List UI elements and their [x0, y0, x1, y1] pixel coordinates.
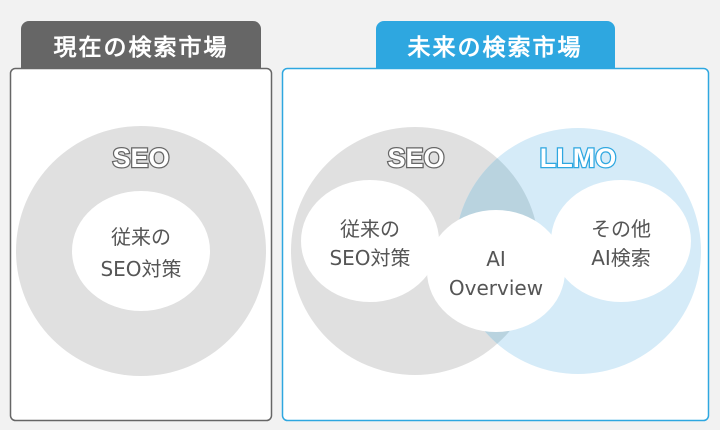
future-market-tab — [376, 21, 615, 77]
future-market-title: 未来の検索市場 — [408, 34, 583, 61]
traditional-seo-line2: SEO対策 — [329, 246, 410, 270]
traditional-seo-oval — [301, 180, 439, 302]
seo-label: SEO — [112, 143, 169, 173]
other-ai-search-oval — [551, 180, 691, 302]
ai-overview-line2: Overview — [449, 276, 543, 300]
current-market-tab — [21, 21, 261, 77]
traditional-seo-line1: 従来の — [340, 217, 400, 241]
llmo-label: LLMO — [540, 143, 616, 173]
other-ai-search-line1: その他 — [591, 217, 651, 241]
traditional-seo-line2: SEO対策 — [100, 257, 181, 281]
seo-label: SEO — [387, 143, 444, 173]
current-market-title: 現在の検索市場 — [54, 34, 229, 61]
future-market-panel: 未来の検索市場 SEO LLMO 従来の SEO対策 その他 AI検索 AI O… — [281, 21, 710, 422]
ai-overview-oval — [427, 210, 565, 332]
current-market-panel: 現在の検索市場 SEO 従来の SEO対策 — [9, 21, 273, 422]
traditional-seo-line1: 従来の — [111, 225, 171, 249]
other-ai-search-line2: AI検索 — [591, 246, 651, 270]
traditional-seo-oval — [72, 191, 210, 311]
ai-overview-line1: AI — [486, 247, 506, 271]
